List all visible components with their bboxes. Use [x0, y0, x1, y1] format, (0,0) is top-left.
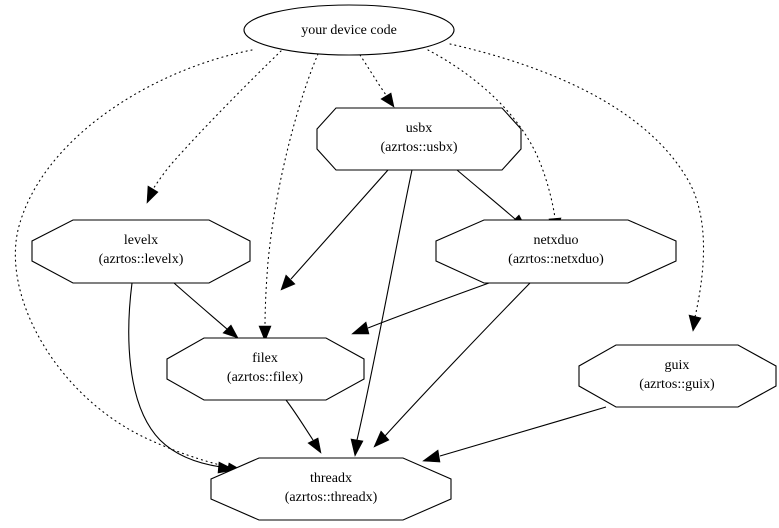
node-sublabel-levelx: (azrtos::levelx): [99, 252, 184, 267]
node-label-filex: filex: [252, 351, 278, 366]
node-label-netxduo: netxduo: [533, 233, 578, 248]
edge-device-to-filex: [258, 53, 319, 342]
node-usbx[interactable]: usbx (azrtos::usbx): [316, 107, 522, 171]
node-sublabel-netxduo: (azrtos::netxduo): [508, 252, 604, 267]
node-sublabel-threadx: (azrtos::threadx): [285, 490, 378, 505]
edge-device-to-guix: [449, 43, 705, 332]
node-your-device-code[interactable]: your device code: [243, 4, 455, 56]
edge-netxduo-to-threadx: [373, 282, 531, 448]
node-guix[interactable]: guix (azrtos::guix): [578, 344, 777, 408]
node-label-levelx: levelx: [124, 233, 158, 248]
node-label-your-device-code: your device code: [301, 23, 397, 38]
edge-usbx-to-netxduo: [456, 169, 527, 229]
node-label-threadx: threadx: [310, 471, 352, 486]
edge-guix-to-threadx: [422, 406, 607, 463]
edge-filex-to-threadx: [285, 399, 322, 454]
edge-usbx-to-filex: [280, 169, 389, 291]
node-filex[interactable]: filex (azrtos::filex): [166, 337, 365, 401]
node-sublabel-usbx: (azrtos::usbx): [381, 140, 458, 155]
edge-netxduo-to-filex: [351, 282, 490, 335]
node-threadx[interactable]: threadx (azrtos::threadx): [210, 457, 452, 521]
node-netxduo[interactable]: netxduo (azrtos::netxduo): [435, 219, 677, 284]
node-sublabel-guix: (azrtos::guix): [639, 377, 715, 392]
edge-device-to-usbx: [359, 54, 395, 108]
node-levelx[interactable]: levelx (azrtos::levelx): [31, 219, 251, 284]
node-label-usbx: usbx: [406, 121, 432, 136]
node-sublabel-filex: (azrtos::filex): [227, 370, 304, 385]
edge-device-to-levelx: [146, 50, 282, 204]
edge-usbx-to-threadx: [350, 169, 413, 457]
edge-levelx-to-filex: [173, 282, 239, 339]
node-label-guix: guix: [665, 358, 690, 373]
